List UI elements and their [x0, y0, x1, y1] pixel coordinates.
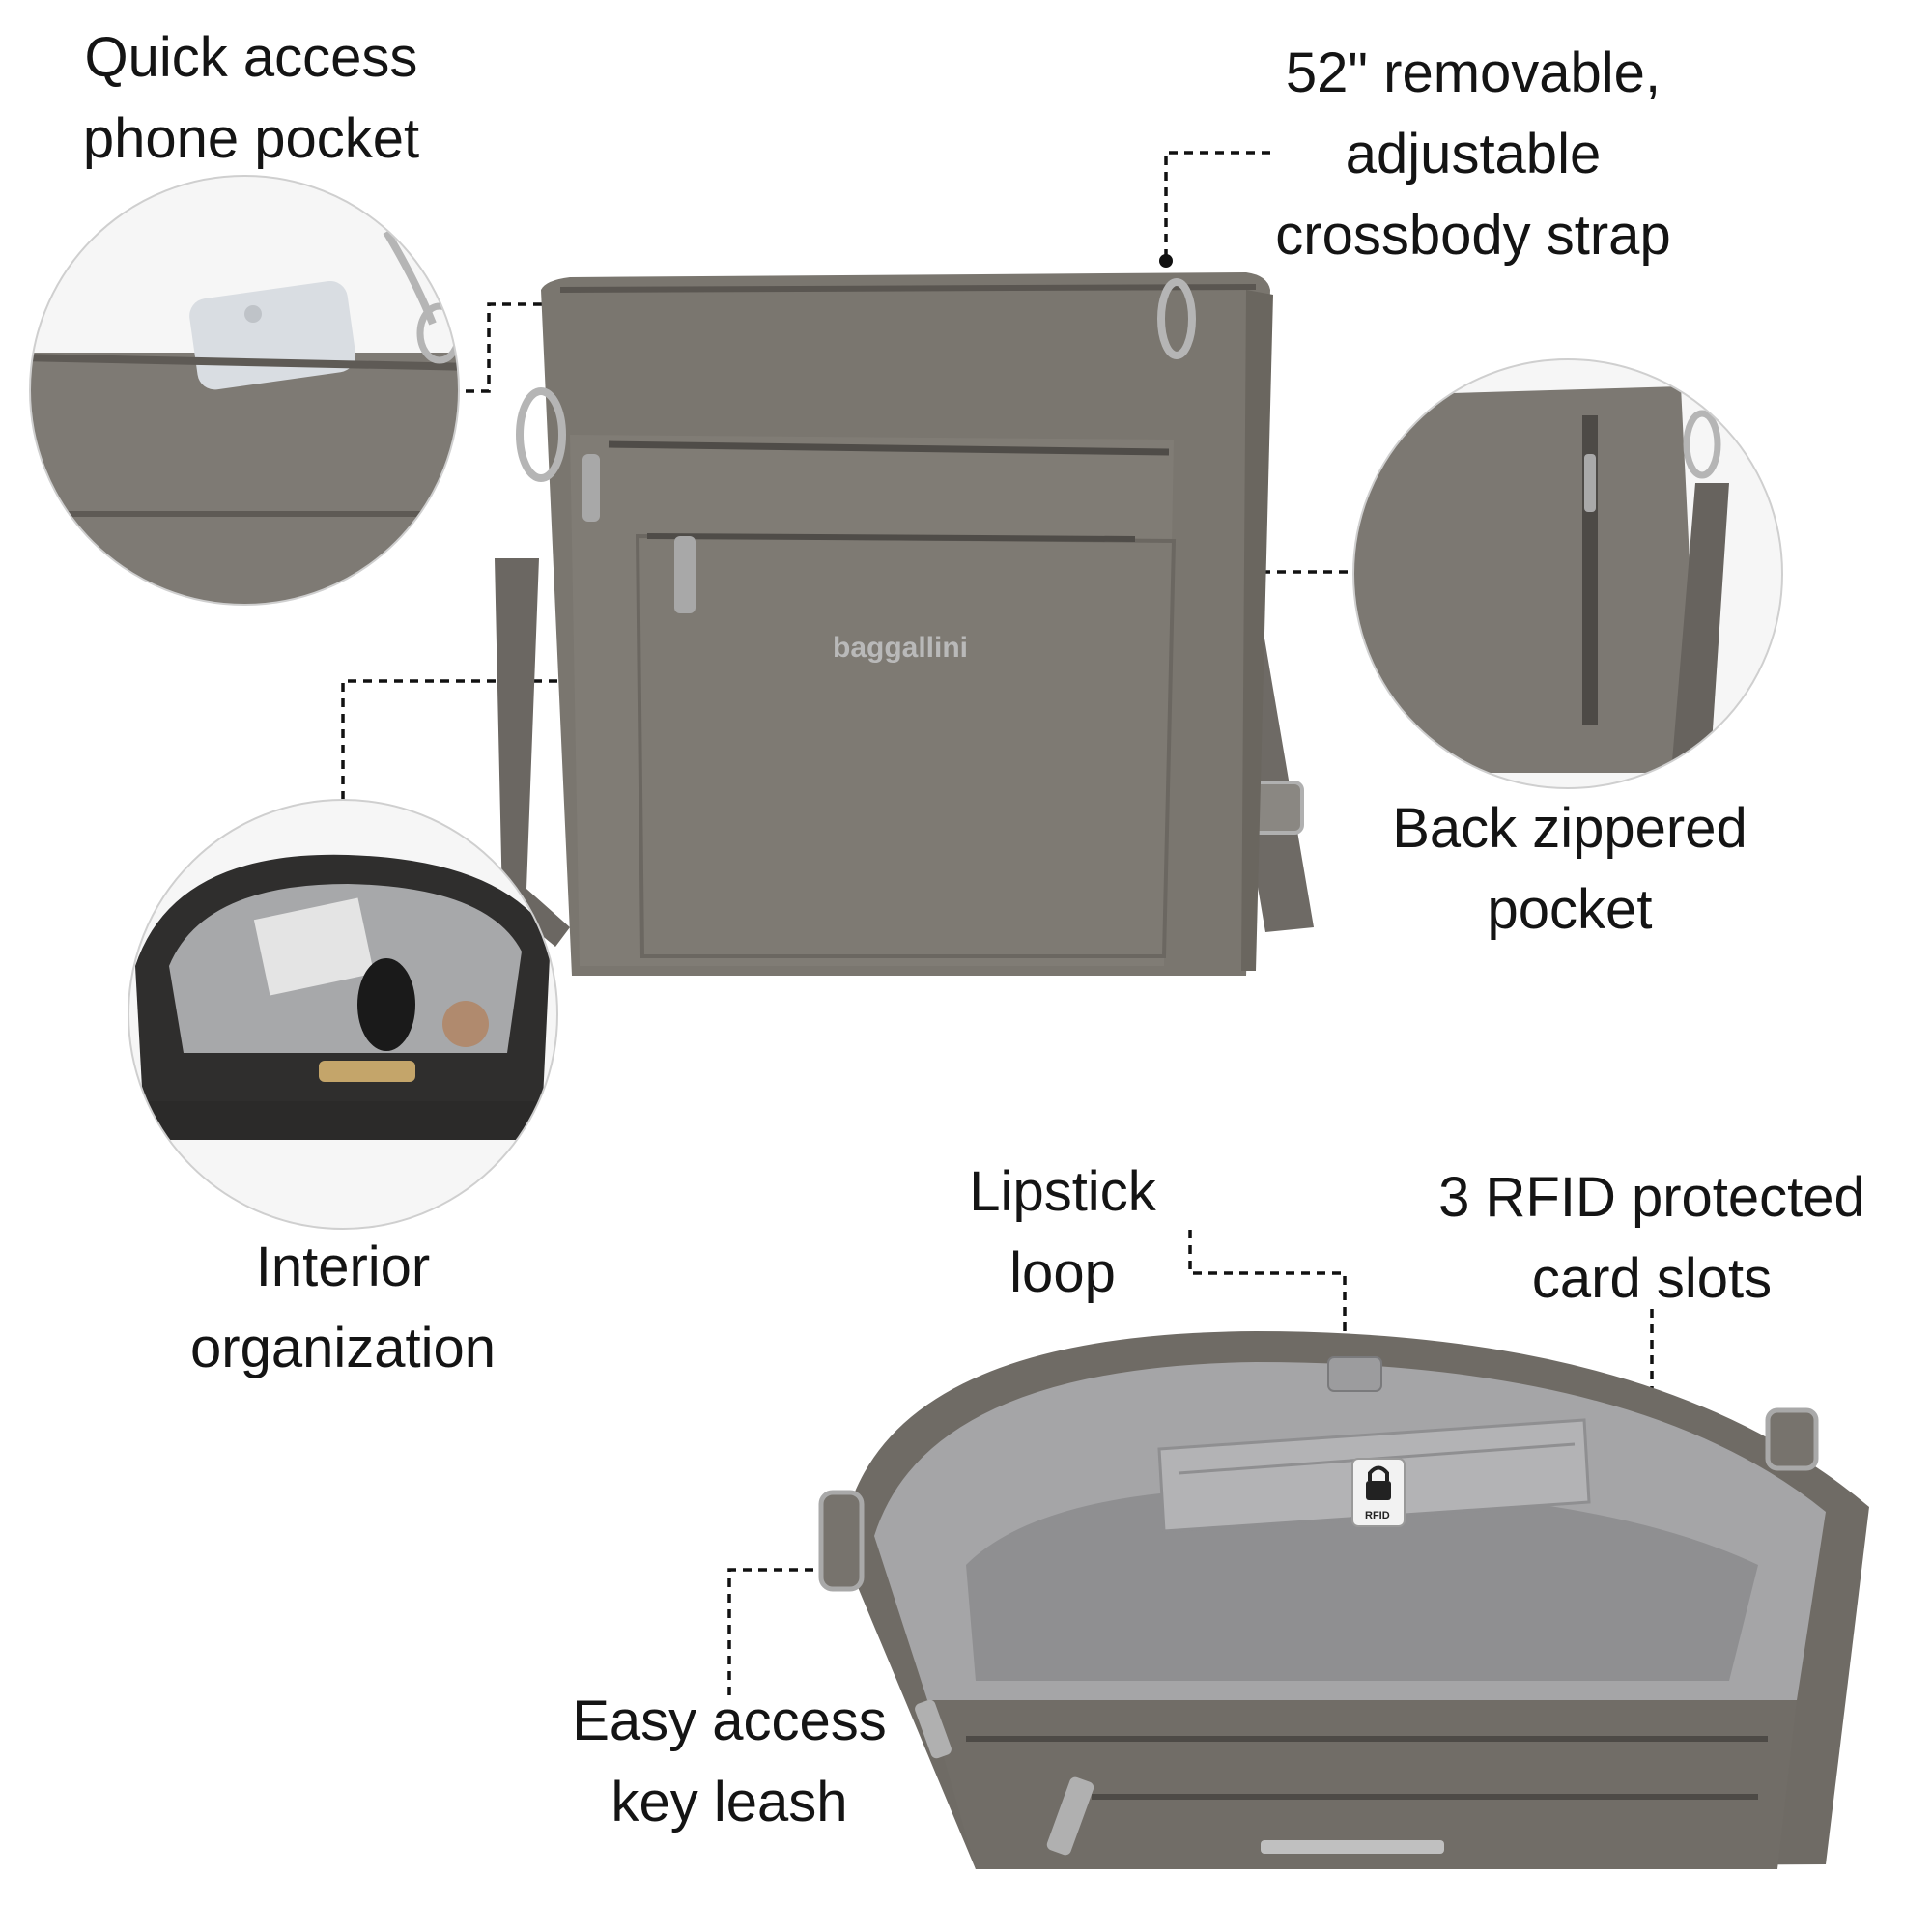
callout-key-leash: Easy access key leash	[572, 1690, 887, 1833]
brand-logo: baggallini	[833, 632, 968, 664]
open-bag: RFID	[818, 1331, 1869, 1869]
callout-interior: Interior organization	[190, 1236, 496, 1379]
leader-strap	[1164, 151, 1270, 259]
callout-strap: 52" removable, adjustable crossbody stra…	[1275, 42, 1671, 267]
main-bag: baggallini	[495, 272, 1314, 976]
interior-photo	[128, 799, 558, 1230]
callout-back-pocket: Back zippered pocket	[1392, 797, 1747, 941]
leader-lipstick	[1188, 1230, 1347, 1357]
phone-pocket-photo	[29, 175, 460, 606]
leader-interior	[341, 679, 604, 800]
callout-rfid: 3 RFID protected card slots	[1438, 1166, 1865, 1310]
back-pocket-photo	[1352, 358, 1783, 789]
callout-phone-pocket: Quick access phone pocket	[82, 26, 420, 170]
callout-lipstick: Lipstick loop	[969, 1160, 1156, 1304]
lock-icon	[1366, 1465, 1391, 1500]
rfid-tag-text: RFID	[1365, 1510, 1390, 1521]
